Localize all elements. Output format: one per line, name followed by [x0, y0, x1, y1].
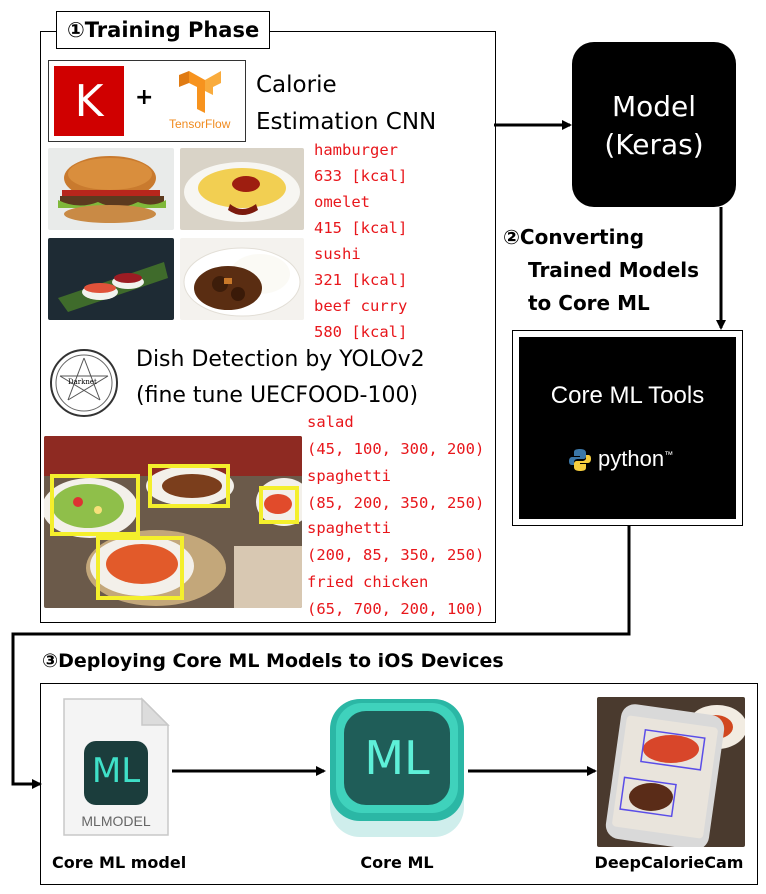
detection-label: salad: [307, 413, 354, 431]
beef-curry-image: [180, 238, 304, 320]
detection-label: (65, 700, 200, 100): [307, 600, 485, 618]
converting-line1: ②Converting: [503, 225, 645, 249]
mlmodel-badge-text: ML: [91, 751, 141, 791]
plus-sign: +: [135, 85, 154, 110]
sushi-image: [48, 238, 174, 320]
converting-line2: Trained Models: [528, 258, 700, 282]
detection-label: (45, 100, 300, 200): [307, 440, 485, 458]
mlmodel-file-label: MLMODEL: [81, 813, 151, 829]
converting-line3: to Core ML: [528, 291, 650, 315]
connector-to-deploy: [11, 526, 631, 789]
keras-logo-icon: K: [52, 64, 126, 138]
detection-title-line1: Dish Detection by YOLOv2: [136, 347, 425, 372]
darknet-logo-icon: Darknet: [48, 346, 120, 420]
detection-box-chicken: [148, 464, 230, 508]
training-phase-title: ①Training Phase: [56, 11, 271, 49]
python-trademark: ™: [664, 449, 674, 460]
framework-logo-box: K + TensorFlow: [48, 60, 246, 142]
detection-label: (200, 85, 350, 250): [307, 546, 485, 564]
coreml-tools-title: Core ML Tools: [550, 382, 705, 409]
detection-box-salad: [50, 474, 140, 536]
coreml-caption: Core ML: [360, 853, 434, 872]
coreml-app-icon: ML: [326, 693, 468, 843]
food-label: 580 [kcal]: [314, 323, 408, 341]
tensorflow-logo-icon: TensorFlow: [169, 67, 241, 137]
coreml-model-caption: Core ML model: [52, 853, 187, 872]
food-label: beef curry: [314, 297, 408, 315]
detection-box-spaghetti: [96, 536, 184, 600]
detection-box-spaghetti-right: [259, 486, 299, 524]
food-label: hamburger: [314, 141, 398, 159]
mlmodel-file-icon: ML MLMODEL: [62, 697, 170, 837]
food-label: sushi: [314, 245, 361, 263]
model-keras-box: [572, 42, 736, 207]
omelet-image: [180, 148, 304, 230]
detection-title-line2: (fine tune UECFOOD-100): [136, 383, 419, 408]
cnn-title-line2: Estimation CNN: [256, 109, 437, 135]
food-label: 633 [kcal]: [314, 167, 408, 185]
detection-label: spaghetti: [307, 467, 391, 485]
model-framework-label: (Keras): [604, 128, 704, 161]
tensorflow-label: TensorFlow: [169, 117, 231, 131]
darknet-label: Darknet: [68, 378, 97, 386]
coreml-tools-box: [512, 330, 743, 526]
food-label: 415 [kcal]: [314, 219, 408, 237]
deepcaloriecam-caption: DeepCalorieCam: [594, 853, 744, 872]
detection-image: [44, 436, 302, 608]
python-label: python™: [598, 446, 673, 472]
deploy-title: ③Deploying Core ML Models to iOS Devices: [42, 650, 504, 672]
detection-label: fried chicken: [307, 573, 429, 591]
python-logo-icon: [568, 448, 592, 472]
detection-label: spaghetti: [307, 519, 391, 537]
keras-letter: K: [74, 76, 104, 127]
food-label: 321 [kcal]: [314, 271, 408, 289]
coreml-badge-text: ML: [364, 731, 430, 785]
detection-label: (85, 200, 350, 250): [307, 494, 485, 512]
food-label: omelet: [314, 193, 370, 211]
hamburger-image: [48, 148, 174, 230]
model-label: Model: [611, 90, 697, 123]
python-text: python: [598, 446, 665, 471]
deepcaloriecam-image: [597, 697, 745, 847]
cnn-title-line1: Calorie: [256, 72, 337, 98]
